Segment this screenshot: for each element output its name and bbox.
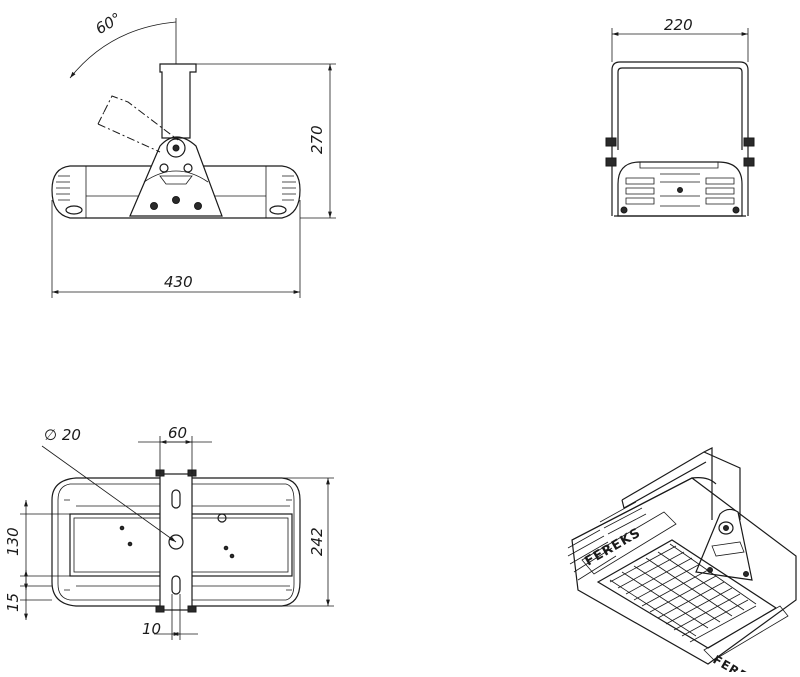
angle-label: 60°: [92, 9, 124, 38]
top-view: ∅ 20 60 242 130 15 10: [4, 424, 334, 640]
width-side-label: 430: [164, 273, 193, 291]
isometric-view: FEREKS FEREKS: [567, 447, 797, 677]
height-side-label: 270: [308, 125, 326, 154]
slot-10-label: 10: [142, 620, 161, 638]
diameter-label: ∅ 20: [44, 426, 81, 444]
spacing-130-label: 130: [4, 527, 22, 556]
bracket-width-label: 60: [168, 424, 187, 442]
front-view: 220: [605, 16, 755, 217]
logo-text-right: FEREKS: [711, 652, 768, 672]
width-front-label: 220: [664, 16, 693, 34]
height-top-label: 242: [308, 527, 326, 556]
offset-15-label: 15: [4, 593, 22, 612]
logo-text-left: FEREKS: [583, 525, 644, 569]
side-view: 60° 270 430: [51, 9, 336, 298]
